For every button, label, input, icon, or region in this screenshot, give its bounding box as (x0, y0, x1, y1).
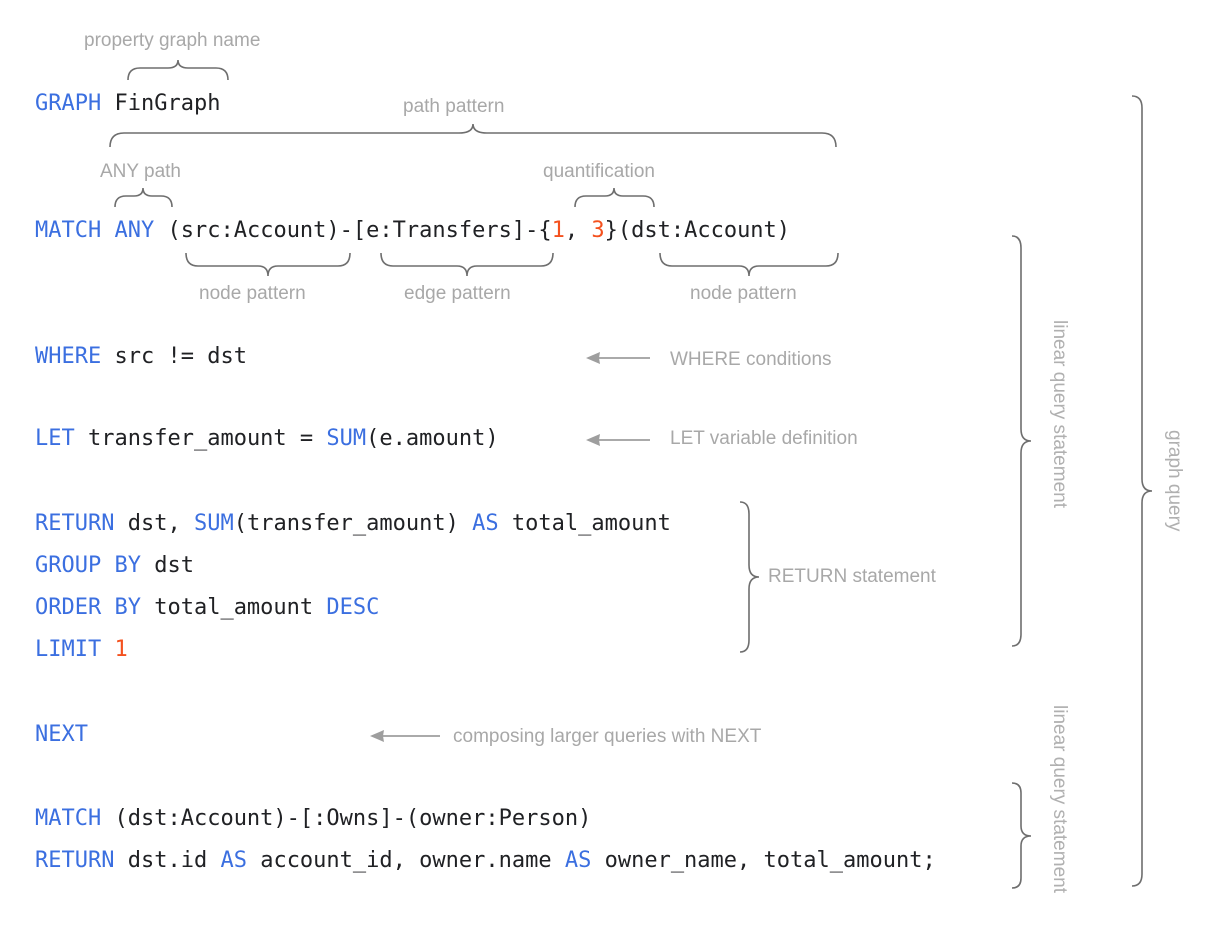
code-line-return-2: RETURN dst.id AS account_id, owner.name … (35, 850, 936, 872)
keyword-group-by: GROUP BY (35, 553, 141, 578)
quantifier-separator: , (564, 218, 592, 243)
arrow-let-variable-definition (586, 434, 650, 446)
quantifier-brace-close: } (604, 218, 618, 243)
dash-1: - (339, 218, 353, 243)
keyword-desc: DESC (326, 595, 380, 620)
code-line-next: NEXT (35, 724, 88, 746)
keyword-as: AS (472, 511, 499, 536)
label-path-pattern: path pattern (403, 96, 505, 117)
label-quantification: quantification (543, 161, 655, 182)
keyword-return-2: RETURN (35, 848, 115, 873)
group-by-expression: dst (154, 553, 194, 578)
brace-return-statement (739, 501, 760, 653)
edge-pattern-transfers: [e:Transfers] (352, 218, 526, 243)
brace-node-pattern-right (659, 252, 839, 277)
code-line-graph: GRAPH FinGraph (35, 93, 220, 115)
function-sum: SUM (326, 426, 367, 451)
limit-value: 1 (114, 637, 128, 662)
brace-any-path (114, 187, 173, 208)
label-let-variable-definition: LET variable definition (670, 428, 858, 449)
return-alias: total_amount (498, 511, 671, 536)
where-expression: src != dst (114, 344, 247, 369)
quantifier-max: 3 (591, 218, 605, 243)
keyword-graph: GRAPH (35, 91, 102, 116)
quantifier-brace-open: { (538, 218, 552, 243)
brace-quantification (574, 187, 655, 208)
dash-2: - (525, 218, 539, 243)
let-variable: transfer_amount = (88, 426, 327, 451)
return-args: (transfer_amount) (233, 511, 473, 536)
arrow-composing-with-next (370, 730, 440, 742)
keyword-next: NEXT (35, 722, 88, 747)
keyword-match: MATCH (35, 218, 102, 243)
code-line-match: MATCH ANY (src:Account)-[e:Transfers]-{1… (35, 220, 790, 242)
keyword-order-by: ORDER BY (35, 595, 141, 620)
brace-property-graph-name (127, 59, 229, 81)
brace-linear-query-statement-2 (1011, 782, 1032, 889)
keyword-return: RETURN (35, 511, 115, 536)
graph-name-value: FinGraph (114, 91, 221, 116)
label-graph-query: graph query (1164, 430, 1185, 532)
label-return-statement: RETURN statement (768, 566, 936, 587)
return-list-1: dst, (127, 511, 194, 536)
keyword-let: LET (35, 426, 75, 451)
code-line-return-1: RETURN dst, SUM(transfer_amount) AS tota… (35, 513, 671, 535)
label-linear-query-statement-1: linear query statement (1049, 320, 1070, 508)
node-pattern-src: (src:Account) (167, 218, 340, 243)
brace-edge-pattern (380, 252, 554, 277)
brace-linear-query-statement-1 (1011, 235, 1032, 647)
keyword-as-3: AS (564, 848, 592, 873)
arrow-where-conditions (586, 352, 650, 364)
label-composing-with-next: composing larger queries with NEXT (453, 726, 762, 747)
label-edge-pattern: edge pattern (404, 283, 511, 304)
keyword-where: WHERE (35, 344, 102, 369)
keyword-match-2: MATCH (35, 806, 102, 831)
label-linear-query-statement-2: linear query statement (1049, 705, 1070, 893)
keyword-any: ANY (114, 218, 155, 243)
label-where-conditions: WHERE conditions (670, 349, 832, 370)
brace-graph-query (1131, 95, 1153, 887)
space-1 (101, 91, 114, 116)
code-line-let: LET transfer_amount = SUM(e.amount) (35, 428, 499, 450)
quantifier-min: 1 (551, 218, 565, 243)
brace-path-pattern (109, 123, 837, 148)
code-line-where: WHERE src != dst (35, 346, 247, 368)
label-node-pattern-right: node pattern (690, 283, 797, 304)
label-any-path: ANY path (100, 161, 181, 182)
brace-node-pattern-left (185, 252, 351, 277)
label-node-pattern-left: node pattern (199, 283, 306, 304)
code-line-group-by: GROUP BY dst (35, 555, 194, 577)
code-line-match-2: MATCH (dst:Account)-[:Owns]-(owner:Perso… (35, 808, 591, 830)
let-args: (e.amount) (366, 426, 499, 451)
code-line-limit: LIMIT 1 (35, 639, 128, 661)
function-sum-2: SUM (193, 511, 234, 536)
keyword-limit: LIMIT (35, 637, 102, 662)
return-2-field-1: dst.id (127, 848, 221, 873)
return-2-alias-1: account_id, owner.name (246, 848, 565, 873)
keyword-as-2: AS (220, 848, 247, 873)
label-property-graph-name: property graph name (84, 30, 261, 51)
node-pattern-dst: (dst:Account) (617, 218, 791, 243)
order-by-expression: total_amount (154, 595, 327, 620)
return-2-alias-2: owner_name, total_amount; (591, 848, 936, 873)
match-2-pattern: (dst:Account)-[:Owns]-(owner:Person) (114, 806, 592, 831)
code-line-order-by: ORDER BY total_amount DESC (35, 597, 379, 619)
